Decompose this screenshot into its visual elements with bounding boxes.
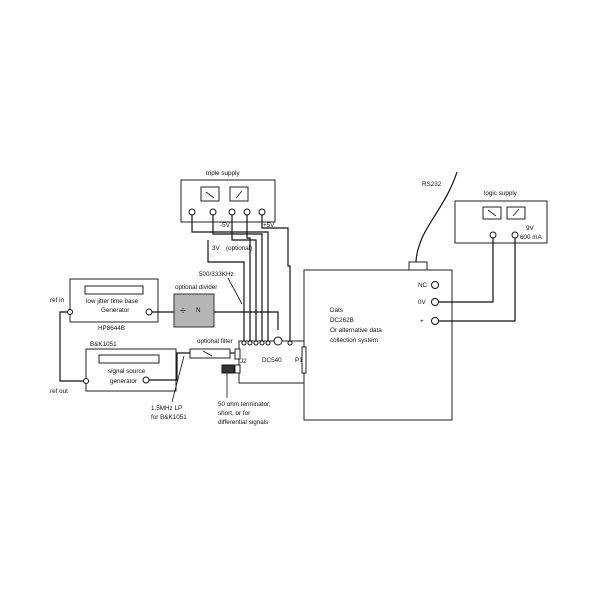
dc540: DC540 J2 P1 <box>234 336 307 384</box>
filter-leader <box>171 355 185 403</box>
dats-box <box>303 269 453 421</box>
dc540-pin-5 <box>265 340 271 346</box>
dc540-clock-in <box>273 336 283 346</box>
generator-1-line2: Generator <box>101 307 129 314</box>
terminator-note-line1: 50 ohm terminator, <box>218 401 271 408</box>
3v-label: 3V <box>212 245 221 252</box>
logic-supply-label: logic supply <box>484 190 518 197</box>
triple-supply: triple supply -5V +5V <box>180 170 276 229</box>
terminator-plug <box>221 364 235 374</box>
logic-supply-meter-left <box>482 206 502 220</box>
0v-terminal <box>431 298 439 306</box>
supply-wires: 3V (optional) <box>191 215 291 342</box>
generator-2-line1: signal source <box>108 368 146 375</box>
triple-supply-label: triple supply <box>206 170 240 177</box>
generator-1-ref-in <box>67 309 73 315</box>
nc-label: NC <box>418 282 428 289</box>
dc540-pin-6 <box>287 340 293 346</box>
filter-note-line2: for B&K1051 <box>151 414 187 421</box>
terminator-note-line2: short, or for <box>218 410 250 417</box>
dats-line4: collection system <box>330 337 378 344</box>
dc540-pin-1 <box>241 340 247 346</box>
triple-supply-terminal-1 <box>188 208 196 216</box>
logic-supply-terminal-0v <box>489 231 497 239</box>
generator-1-line1: low jitter time base <box>86 298 139 305</box>
generator-2-brand: B&K1051 <box>90 341 117 348</box>
generator-hp8644b: low jitter time base Generator HP8644B r… <box>50 278 159 332</box>
dc540-pin-3 <box>253 340 259 346</box>
dats-line2: DC262B <box>330 317 354 324</box>
optional-label: (optional) <box>226 245 252 252</box>
generator-1-output <box>145 308 153 316</box>
plus-label: + <box>420 318 424 325</box>
j2-connector <box>234 348 241 360</box>
triple-supply-meter-right <box>229 186 249 202</box>
generator-2-display <box>98 354 160 364</box>
nc-terminal <box>431 281 439 289</box>
terminator: 50 ohm terminator, short, or for differe… <box>218 364 271 426</box>
minus-5v-label: -5V <box>220 222 231 229</box>
generator-bk1051: B&K1051 signal source generator ref out <box>50 341 177 395</box>
logic-supply-meter-right <box>506 206 526 220</box>
terminator-note-line3: differential signals <box>218 419 268 426</box>
triple-supply-terminal-4 <box>243 208 251 216</box>
triple-supply-terminal-2 <box>209 208 217 216</box>
triple-supply-meter-left <box>200 186 220 202</box>
dats-line1: Dats <box>330 307 343 314</box>
current-label: 600 mA <box>520 234 543 241</box>
clock-wires <box>152 311 279 330</box>
triple-supply-box <box>180 179 276 223</box>
0v-label: 0V <box>418 299 427 306</box>
p1-connector <box>301 346 307 374</box>
filter-body <box>189 348 231 359</box>
dc540-pin-2 <box>247 340 253 346</box>
dats-line3: Or alternative data <box>330 327 382 334</box>
ref-out-label: ref out <box>50 388 68 395</box>
divide-symbol: ÷ <box>180 305 186 317</box>
logic-wires <box>439 238 516 322</box>
generator-1-display <box>84 285 144 295</box>
plus-terminal <box>431 317 439 325</box>
rs232-connector <box>408 261 428 271</box>
freq-leader <box>227 277 243 305</box>
rs232-cable: RS232 <box>408 171 458 271</box>
filter-note-line1: 1.5MHz LP <box>151 405 182 412</box>
j2-label: J2 <box>240 358 247 365</box>
logic-supply: logic supply 9V 600 mA <box>454 190 548 244</box>
j2-lower-connector <box>234 364 241 374</box>
optional-divider-label: optional divider <box>175 284 217 291</box>
divider-box <box>173 293 215 328</box>
optional-filter-label: optional filter <box>197 338 233 345</box>
triple-supply-terminal-5 <box>258 208 266 216</box>
reference-loop <box>59 311 83 382</box>
dc540-pin-4 <box>259 340 265 346</box>
generator-1-model: HP8644B <box>98 325 125 332</box>
optional-divider: optional divider 500/333KHz ÷ N <box>173 271 243 328</box>
generator-2-line2: generator <box>110 378 137 385</box>
freq-label: 500/333KHz <box>199 271 234 278</box>
ref-in-label: ref in <box>50 297 64 304</box>
rs232-label: RS232 <box>422 181 442 188</box>
plus-5v-label: +5V <box>263 222 275 229</box>
p1-label: P1 <box>295 357 303 364</box>
generator-2-output <box>142 376 150 384</box>
optional-filter: optional filter 1.5MHz LP for B&K1051 <box>149 338 235 421</box>
logic-supply-terminal-9v <box>511 231 519 239</box>
generator-2-ref-out <box>83 378 89 384</box>
triple-supply-terminal-3 <box>228 208 236 216</box>
9v-label: 9V <box>526 225 535 232</box>
dc540-label: DC540 <box>262 357 282 364</box>
divider-n: N <box>196 307 201 314</box>
dats-dc262b: Dats DC262B Or alternative data collecti… <box>303 269 453 421</box>
